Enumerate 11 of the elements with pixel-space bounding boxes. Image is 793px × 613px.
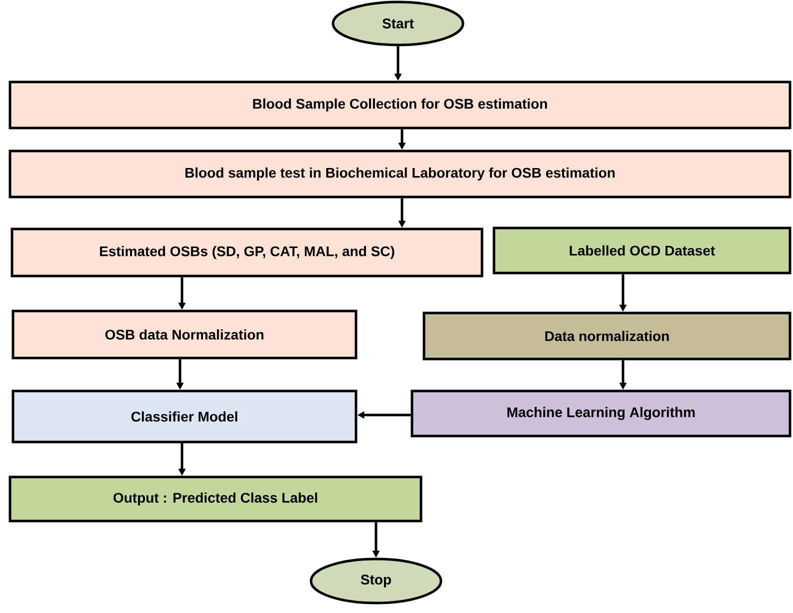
process-box: OSB data Normalization bbox=[12, 310, 358, 360]
process-box: Blood Sample Collection for OSB estimation bbox=[8, 80, 792, 130]
start-oval: Start bbox=[332, 0, 464, 46]
stop-oval: Stop bbox=[310, 558, 442, 604]
process-box: Data normalization bbox=[422, 312, 792, 360]
process-box: Machine Learning Algorithm bbox=[410, 390, 792, 438]
process-box: Blood sample test in Biochemical Laboratory for OSB estimation bbox=[8, 150, 792, 198]
process-box: Estimated OSBs (SD, GP, CAT, MAL, and SC) bbox=[10, 228, 484, 278]
process-box: Classifier Model bbox=[12, 390, 358, 444]
output-box: Output : Predicted Class Label bbox=[8, 476, 422, 522]
data-box: Labelled OCD Dataset bbox=[492, 226, 792, 274]
